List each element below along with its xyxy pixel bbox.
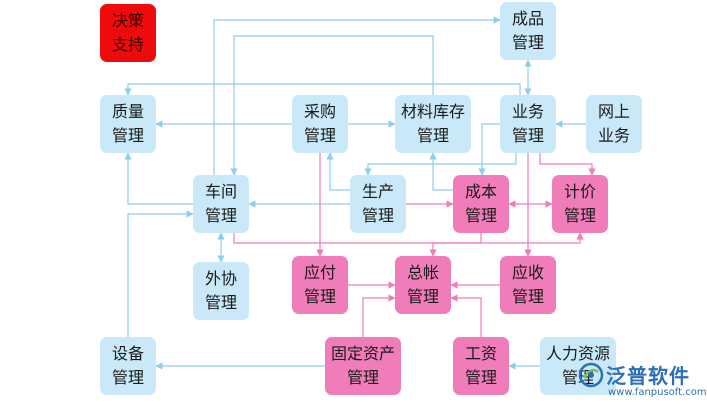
workshop-management-node[interactable]: 车间 管理 bbox=[193, 175, 249, 233]
payable-management-node[interactable]: 应付 管理 bbox=[292, 256, 348, 314]
connector-business-pricing bbox=[539, 153, 596, 176]
pricing-management-node[interactable]: 计价 管理 bbox=[552, 175, 608, 233]
quality-management-node[interactable]: 质量 管理 bbox=[100, 95, 156, 153]
connector-production-purchase bbox=[326, 152, 350, 191]
connector-business-quality bbox=[124, 83, 521, 96]
node-label-line1: 应收 bbox=[511, 263, 544, 282]
node-label-line2: 管理 bbox=[111, 368, 144, 387]
node-label-line1: 人力资源 bbox=[545, 344, 610, 363]
production-management-node[interactable]: 生产 管理 bbox=[350, 175, 406, 233]
outsourcing-management-node[interactable]: 外协 管理 bbox=[193, 262, 249, 320]
node-label-line1: 工资 bbox=[464, 344, 497, 363]
business-management-node[interactable]: 业务 管理 bbox=[500, 95, 556, 153]
node-label-line2: 管理 bbox=[511, 33, 544, 52]
node-label-line2: 管理 bbox=[511, 126, 544, 145]
node-label-line2: 管理 bbox=[464, 368, 497, 387]
node-label-line2: 管理 bbox=[361, 206, 394, 225]
node-label-line2: 管理 bbox=[346, 368, 379, 387]
online-business-node[interactable]: 网上 业务 bbox=[586, 95, 642, 153]
node-label-line1: 生产 bbox=[361, 182, 394, 201]
node-label-line2: 支持 bbox=[111, 35, 144, 54]
fanpu-logo: 泛普软件 www.fanpusoft.com bbox=[578, 360, 707, 404]
node-label-line2: 管理 bbox=[204, 206, 237, 225]
connector-cost-material bbox=[429, 152, 453, 191]
node-label-line2: 管理 bbox=[204, 293, 237, 312]
node-label-line2: 管理 bbox=[303, 126, 336, 145]
node-label-line1: 成品 bbox=[511, 9, 544, 28]
node-label-line1: 总帐 bbox=[406, 263, 439, 282]
node-label-line1: 决策 bbox=[111, 11, 144, 30]
node-label-line1: 外协 bbox=[204, 269, 237, 288]
node-label-line2: 业务 bbox=[597, 126, 630, 145]
node-label-line1: 成本 bbox=[464, 182, 497, 201]
salary-management-node[interactable]: 工资 管理 bbox=[453, 337, 509, 395]
cost-management-node[interactable]: 成本 管理 bbox=[453, 175, 509, 233]
node-label-line2: 管理 bbox=[416, 126, 449, 145]
node-label-line1: 设备 bbox=[111, 344, 144, 363]
node-label-line1: 固定资产 bbox=[330, 344, 395, 363]
node-label-line1: 计价 bbox=[563, 182, 596, 201]
connector-workshop-pricing bbox=[233, 232, 584, 244]
node-label-line2: 管理 bbox=[406, 287, 439, 306]
product-management-node[interactable]: 成品 管理 bbox=[500, 2, 556, 60]
node-label-line2: 管理 bbox=[511, 287, 544, 306]
human-resources-node[interactable]: 人力资源 管理 bbox=[540, 337, 616, 395]
general-ledger-node[interactable]: 总帐 管理 bbox=[395, 256, 451, 314]
node-label-line1: 质量 bbox=[111, 102, 144, 121]
connector-material-product bbox=[230, 35, 434, 176]
connector-workshop-quality bbox=[124, 152, 193, 205]
node-label-line1: 应付 bbox=[303, 263, 336, 282]
node-label-line1: 业务 bbox=[511, 102, 544, 121]
connector-business-cost bbox=[478, 123, 500, 176]
equipment-management-node[interactable]: 设备 管理 bbox=[100, 337, 156, 395]
node-label-line2: 管理 bbox=[303, 287, 336, 306]
connector-workshop-product bbox=[213, 16, 501, 175]
connector-business-production bbox=[364, 153, 517, 176]
purchase-management-node[interactable]: 采购 管理 bbox=[292, 95, 348, 153]
node-label-line1: 车间 bbox=[204, 182, 237, 201]
decision-support-node[interactable]: 决策 支持 bbox=[100, 4, 156, 62]
logo-url: www.fanpusoft.com bbox=[608, 387, 707, 398]
node-label-line1: 采购 bbox=[303, 102, 336, 121]
node-label-line2: 管理 bbox=[561, 368, 594, 387]
connector-cost-ledger bbox=[429, 233, 482, 257]
node-label-line2: 管理 bbox=[563, 206, 596, 225]
connector-assets-ledger bbox=[362, 294, 396, 337]
node-label-line1: 网上 bbox=[597, 102, 630, 121]
connector-salary-ledger bbox=[450, 294, 482, 337]
node-label-line2: 管理 bbox=[111, 126, 144, 145]
fanpu-logo-icon bbox=[578, 362, 604, 388]
receivable-management-node[interactable]: 应收 管理 bbox=[500, 256, 556, 314]
node-label-line1: 材料库存 bbox=[400, 102, 465, 121]
logo-text: 泛普软件 bbox=[606, 364, 690, 388]
connector-equipment-workshop bbox=[127, 210, 194, 337]
fixed-assets-node[interactable]: 固定资产 管理 bbox=[325, 337, 401, 395]
node-label-line2: 管理 bbox=[464, 206, 497, 225]
material-inventory-node[interactable]: 材料库存 管理 bbox=[395, 95, 471, 153]
